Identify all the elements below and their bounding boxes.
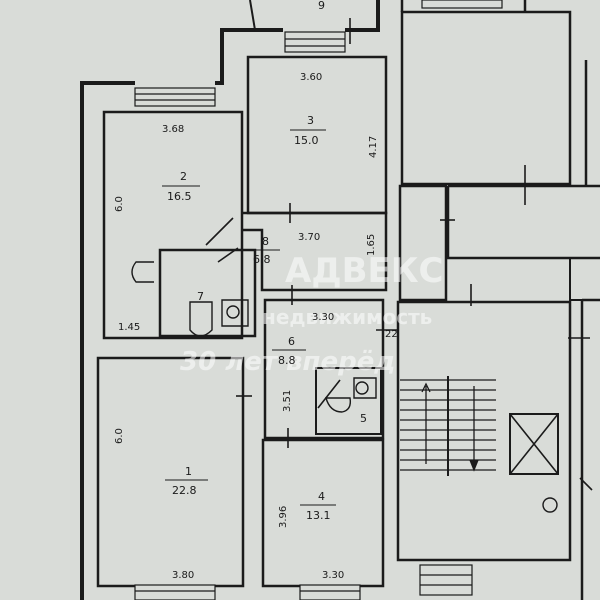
dim-room7-width: 1.45 [118, 322, 140, 333]
wc-sink [355, 381, 369, 395]
room-9-number: 9 [318, 0, 325, 12]
dim-room2-width: 3.68 [162, 124, 184, 135]
corridor-mark: 22 [385, 329, 398, 340]
dimension-labels: 3.60 4.17 3.68 6.0 3.70 1.65 1.45 3.30 3… [114, 72, 398, 581]
dim-room8-width: 3.70 [298, 232, 320, 243]
washbasin [226, 305, 240, 319]
watermark-brand: АДВЕКС [285, 251, 443, 291]
windows [134, 0, 503, 600]
dim-room2-height: 6.0 [114, 196, 125, 212]
room-8-area: 6.8 [253, 253, 271, 266]
watermark-tagline: 30 лет вперёд [180, 347, 395, 377]
elevator-shaft [509, 413, 559, 475]
room-6-number: 6 [288, 335, 295, 348]
room-labels: 2 16.5 3 15.0 8 6.8 7 6 8.8 5 1 22.8 4 1… [162, 0, 367, 522]
dim-room6-width: 3.30 [312, 312, 334, 323]
dim-room8-height: 1.65 [366, 234, 377, 256]
room-3-area: 15.0 [294, 134, 319, 147]
sink-room2 [131, 261, 154, 283]
dim-room4-width: 3.30 [322, 570, 344, 581]
room-6-outline [263, 298, 385, 440]
room-5-number: 5 [360, 412, 367, 425]
dim-room3-height: 4.17 [368, 136, 379, 158]
room-2-area: 16.5 [167, 190, 192, 203]
room-6-area: 8.8 [278, 354, 296, 367]
room-5-outline [315, 367, 382, 435]
dim-room4-height: 3.96 [278, 506, 289, 528]
room-8-number: 8 [262, 235, 269, 248]
door-marks [205, 18, 593, 491]
dim-room1-height: 6.0 [114, 428, 125, 444]
bathtub [189, 301, 213, 337]
fixtures [131, 261, 377, 413]
watermark-subtitle: недвижимость [262, 305, 432, 329]
walls [80, 0, 600, 600]
room-3-number: 3 [307, 114, 314, 127]
room-2-outline [102, 110, 244, 340]
stair-treads [400, 376, 496, 476]
room-8-outline [242, 211, 388, 292]
room-4-number: 4 [318, 490, 325, 503]
room-7-number: 7 [197, 290, 204, 303]
dim-room1-width: 3.80 [172, 570, 194, 581]
watermark: АДВЕКС недвижимость 30 лет вперёд [180, 251, 443, 377]
stairwell-outline [396, 300, 572, 562]
room-1-number: 1 [185, 465, 192, 478]
dim-room3-width: 3.60 [300, 72, 322, 83]
room-2-number: 2 [180, 170, 187, 183]
toilet [325, 397, 352, 413]
room-1-area: 22.8 [172, 484, 197, 497]
dim-room6-height: 3.51 [282, 390, 293, 412]
room-4-area: 13.1 [306, 509, 331, 522]
room-7-outline [158, 248, 257, 338]
